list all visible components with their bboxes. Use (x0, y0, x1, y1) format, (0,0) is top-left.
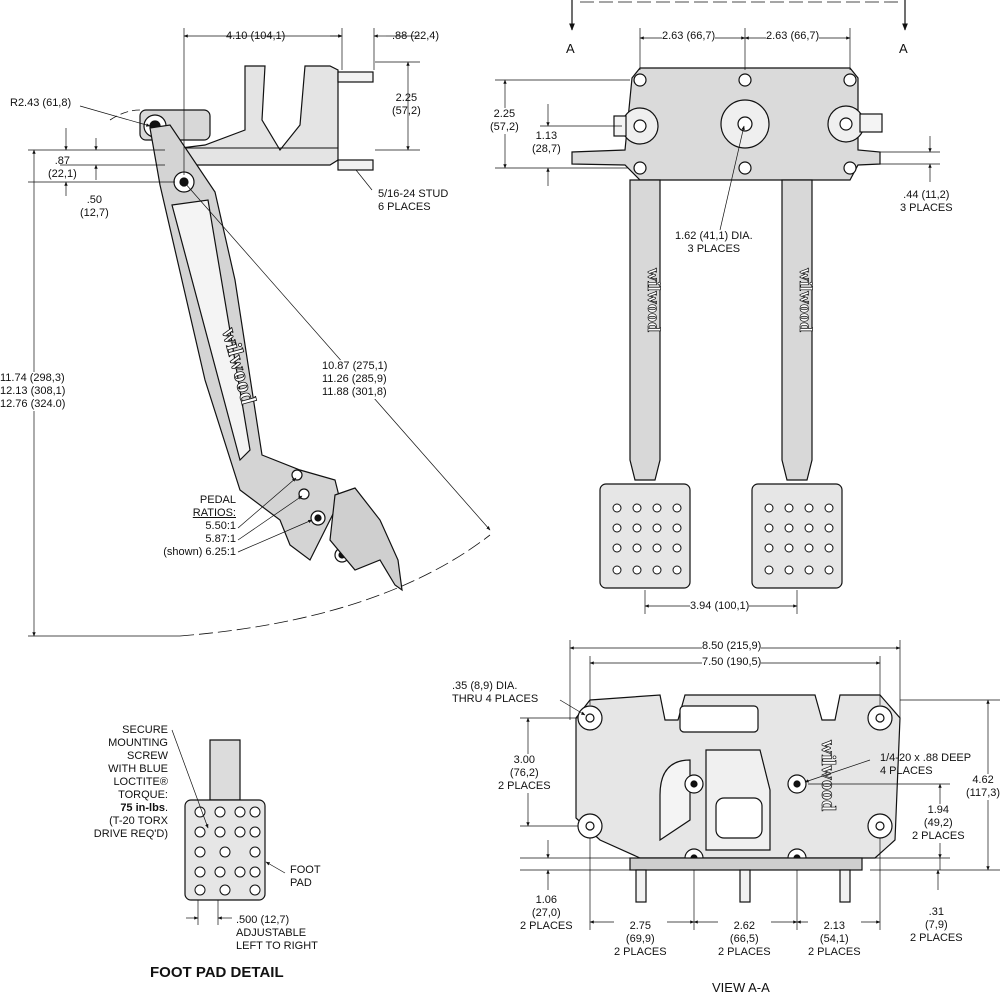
svg-text:wilwood: wilwood (817, 740, 839, 811)
dim-4-10: 4.10 (104,1) (226, 30, 286, 42)
dim-pedal-length: 10.87 (275,1)11.26 (285,9)11.88 (301,8) (322, 360, 388, 399)
front-view: wilwood wilwood (495, 0, 940, 614)
stud-top (337, 71, 374, 83)
dim-4-62: 4.62(117,3) (966, 774, 1000, 800)
section-mark-right: A (899, 41, 908, 56)
dim-0-31: .31(7,9)2 PLACES (910, 906, 963, 944)
front-pad-left (599, 483, 691, 589)
dim-0-50: .50(12,7) (80, 194, 109, 219)
dim-2-62: 2.62(66,5)2 PLACES (718, 920, 771, 958)
side-foot-pad (329, 487, 403, 592)
view-caption: VIEW A-A (712, 980, 770, 995)
front-arm-left (629, 179, 661, 481)
stud-2 (739, 869, 751, 903)
front-arm-right (781, 179, 813, 481)
dim-bore-dia: 1.62 (41,1) DIA.3 PLACES (675, 230, 753, 255)
svg-text:wilwood: wilwood (796, 268, 816, 332)
dim-0-87: .87(22,1) (48, 155, 77, 180)
side-bracket (164, 65, 339, 166)
dim-0-88: .88 (22,4) (392, 30, 440, 42)
dim-3-00: 3.00(76,2)2 PLACES (498, 754, 551, 793)
dim-1-13: 1.13(28,7) (532, 130, 561, 156)
dim-2-25-side: 2.25(57,2) (392, 92, 421, 117)
side-view: wilwood (28, 28, 491, 637)
foot-pad-caption: FOOT PAD DETAIL (150, 964, 284, 981)
dim-2-13: 2.13(54,1)2 PLACES (808, 920, 861, 958)
stud-3 (839, 869, 851, 903)
dim-2-75: 2.75(69,9)2 PLACES (614, 920, 667, 958)
dim-2-63-right: 2.63 (66,7) (766, 30, 820, 43)
section-mark-left: A (566, 41, 575, 56)
dim-8-50: 8.50 (215,9) (702, 640, 762, 653)
foot-pad-detail (171, 729, 286, 925)
dim-0-44: .44 (11,2)3 PLACES (900, 189, 953, 214)
dim-1-94: 1.94(49,2)2 PLACES (912, 804, 965, 843)
svg-text:wilwood: wilwood (644, 268, 664, 332)
front-pad-right (751, 483, 843, 589)
stud-1 (635, 869, 647, 903)
dim-height: 11.74 (298,3)12.13 (308,1)12.76 (324.0) (0, 372, 66, 411)
dim-2-63-left: 2.63 (66,7) (662, 30, 716, 43)
stud-bottom (337, 159, 374, 171)
dim-3-94: 3.94 (100,1) (690, 600, 750, 613)
dim-1-06: 1.06(27,0)2 PLACES (520, 894, 573, 932)
dim-radius: R2.43 (61,8) (10, 97, 72, 109)
view-a-a: wilwood (520, 640, 1000, 930)
mount-hole-note: .35 (8,9) DIA.THRU 4 PLACES (452, 680, 539, 705)
dim-7-50: 7.50 (190,5) (702, 656, 762, 669)
dim-2-25-front: 2.25(57,2) (490, 108, 519, 134)
